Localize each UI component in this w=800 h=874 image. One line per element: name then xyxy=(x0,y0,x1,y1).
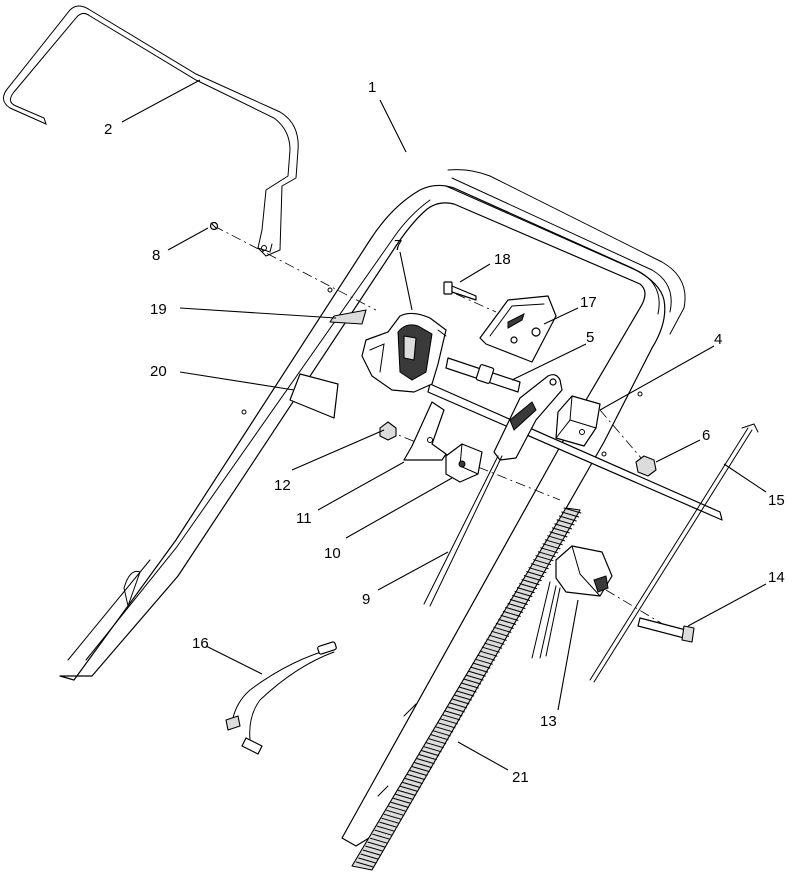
part-6-nut xyxy=(635,455,657,477)
callout-10: 10 xyxy=(324,545,341,562)
callout-5: 5 xyxy=(586,329,594,346)
part-18-bolt xyxy=(443,281,477,301)
part-12-nut xyxy=(379,421,397,441)
assembly-line-6 xyxy=(599,409,649,467)
part-7-control-housing xyxy=(361,312,447,393)
callout-16: 16 xyxy=(192,635,209,652)
callout-19: 19 xyxy=(150,301,167,318)
callout-8: 8 xyxy=(152,247,160,264)
part-8-screw xyxy=(209,221,219,231)
callout-21: 21 xyxy=(512,769,529,786)
part-15-wire xyxy=(589,423,759,683)
callout-12: 12 xyxy=(274,477,291,494)
callout-6: 6 xyxy=(702,427,710,444)
part-10-switch xyxy=(445,443,483,483)
callout-4: 4 xyxy=(714,331,722,348)
part-11-plate xyxy=(403,401,447,461)
callout-14: 14 xyxy=(768,569,785,586)
part-17-bracket xyxy=(479,295,557,363)
callout-20: 20 xyxy=(150,363,167,380)
callout-18: 18 xyxy=(494,251,511,268)
callout-13: 13 xyxy=(540,713,557,730)
callout-7: 7 xyxy=(394,237,402,254)
part-21-spiral-cover xyxy=(351,507,582,871)
callout-15: 15 xyxy=(768,492,785,509)
part-5-shaft xyxy=(445,357,521,393)
callout-9: 9 xyxy=(362,591,370,608)
part-9-lever-cable xyxy=(423,374,563,607)
part-2-bail-handle xyxy=(3,5,299,257)
assembly-line-18 xyxy=(455,293,497,313)
part-1-handle-frame xyxy=(59,169,686,847)
callout-1: 1 xyxy=(368,79,376,96)
callout-labels: 1 2 4 5 6 7 8 9 10 11 12 13 14 15 16 17 … xyxy=(104,79,785,786)
part-13-module xyxy=(531,545,613,659)
leader-lines xyxy=(121,79,767,771)
part-19-decal xyxy=(329,309,367,325)
part-20-decal xyxy=(289,373,339,419)
callout-11: 11 xyxy=(296,510,312,527)
part-14-bolt xyxy=(637,617,695,643)
part-16-wire-harness xyxy=(225,641,337,755)
callout-2: 2 xyxy=(104,121,112,138)
part-4-block xyxy=(555,395,601,447)
part-15-control-rod xyxy=(427,383,723,521)
callout-17: 17 xyxy=(580,294,597,311)
